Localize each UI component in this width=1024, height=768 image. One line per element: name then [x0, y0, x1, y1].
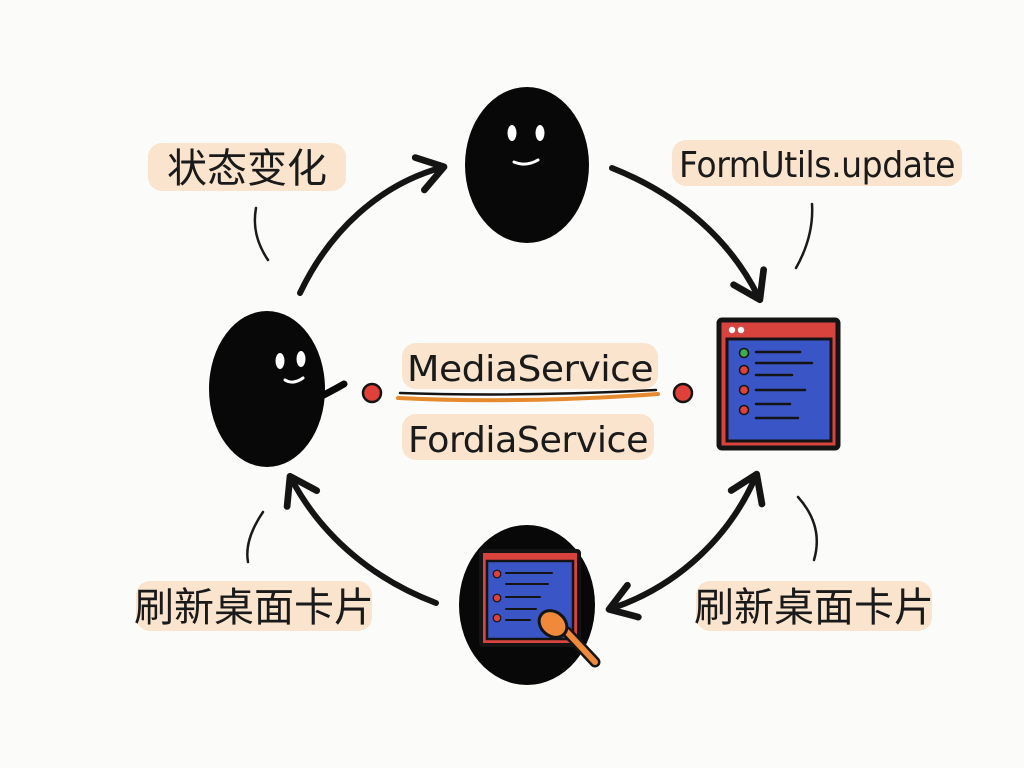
label-state-change: 状态变化 [167, 146, 327, 192]
tick-bottom-left [246, 510, 265, 564]
label-mediaservice: MediaService [407, 349, 653, 390]
highlight-bottom-left [136, 581, 372, 631]
bottom-node-window-spoon [459, 525, 601, 685]
tick-top-left [253, 206, 270, 262]
highlight-center-bottom [402, 414, 654, 460]
left-connector-dot [361, 382, 383, 404]
arrow-left-to-top [297, 154, 448, 296]
right-connector-dot [672, 382, 694, 404]
highlight-top-right [672, 140, 962, 186]
center-connector [361, 382, 694, 404]
top-node-blob [465, 87, 589, 243]
tick-bottom-right [796, 495, 818, 562]
left-node-blob [209, 311, 348, 467]
label-refresh-desktop-card-right: 刷新桌面卡片 [694, 585, 934, 631]
right-node-window [716, 317, 841, 451]
tick-top-right [794, 202, 814, 270]
label-formutils-update: FormUtils.update [679, 145, 955, 186]
arrow-bottom-to-left [283, 472, 439, 606]
highlight-top-left [148, 143, 346, 191]
highlight-center-top [402, 343, 658, 389]
arrow-top-to-right [609, 165, 767, 304]
label-refresh-desktop-card-left: 刷新桌面卡片 [134, 585, 374, 631]
arrow-right-to-bottom [605, 470, 766, 621]
highlight-bottom-right [696, 581, 932, 631]
center-underline [396, 392, 660, 403]
label-fordiaservice: FordiaService [408, 420, 648, 461]
